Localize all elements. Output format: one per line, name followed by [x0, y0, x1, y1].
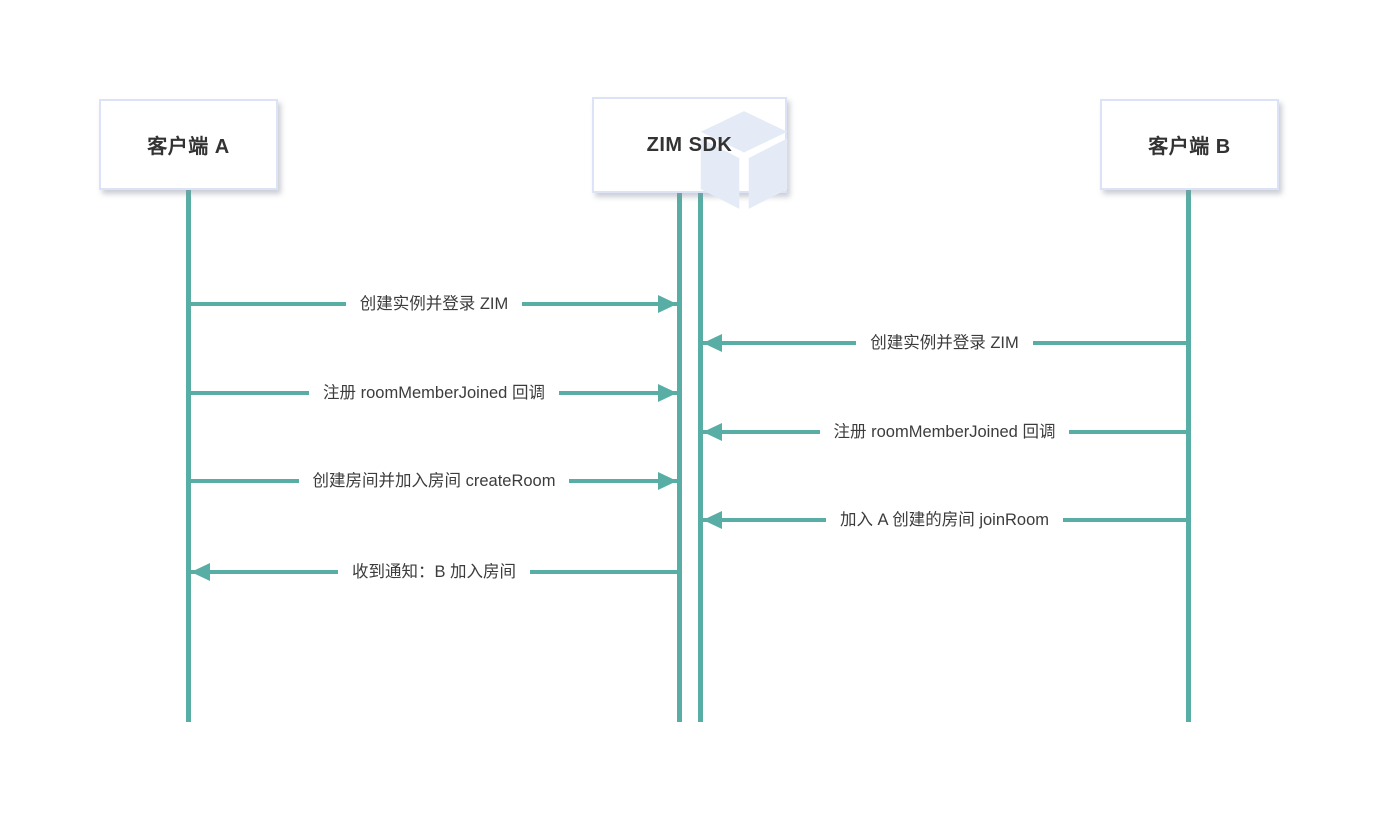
arrowhead-right-icon [658, 384, 677, 402]
arrowhead-left-icon [703, 334, 722, 352]
actor-label-client-a: 客户端 A [147, 136, 230, 158]
lifeline-client-a [186, 188, 191, 722]
actor-box-zim-sdk: ZIM SDK [592, 97, 788, 209]
message-label: 收到通知：B 加入房间 [337, 556, 531, 588]
message-arrow-notify-joined: 收到通知：B 加入房间 [191, 556, 677, 588]
actor-box-client-b: 客户端 B [1100, 99, 1279, 190]
arrowhead-left-icon [703, 511, 722, 529]
message-arrow-register-callback-a: 注册 roomMemberJoined 回调 [191, 377, 677, 409]
arrowhead-right-icon [658, 472, 677, 490]
message-label: 注册 roomMemberJoined 回调 [819, 416, 1070, 448]
message-arrow-register-callback-b: 注册 roomMemberJoined 回调 [703, 416, 1186, 448]
message-label: 创建房间并加入房间 createRoom [298, 465, 570, 497]
lifeline-zim-sdk-right [698, 190, 703, 722]
message-label: 创建实例并登录 ZIM [345, 288, 523, 320]
message-arrow-create-login-a: 创建实例并登录 ZIM [191, 288, 677, 320]
arrowhead-right-icon [658, 295, 677, 313]
cube-icon [697, 109, 791, 211]
message-label: 注册 roomMemberJoined 回调 [309, 377, 559, 409]
message-label: 加入 A 创建的房间 joinRoom [825, 504, 1064, 536]
message-label: 创建实例并登录 ZIM [856, 327, 1033, 359]
arrowhead-left-icon [703, 423, 722, 441]
arrowhead-left-icon [191, 563, 210, 581]
message-arrow-join-room: 加入 A 创建的房间 joinRoom [703, 504, 1186, 536]
lifeline-zim-sdk-left [677, 190, 682, 722]
actor-label-zim-sdk: ZIM SDK [646, 133, 733, 156]
actor-label-client-b: 客户端 B [1148, 136, 1231, 158]
lifeline-client-b [1186, 188, 1191, 722]
actor-box-client-a: 客户端 A [99, 99, 278, 190]
message-arrow-create-room: 创建房间并加入房间 createRoom [191, 465, 677, 497]
message-arrow-create-login-b: 创建实例并登录 ZIM [703, 327, 1186, 359]
